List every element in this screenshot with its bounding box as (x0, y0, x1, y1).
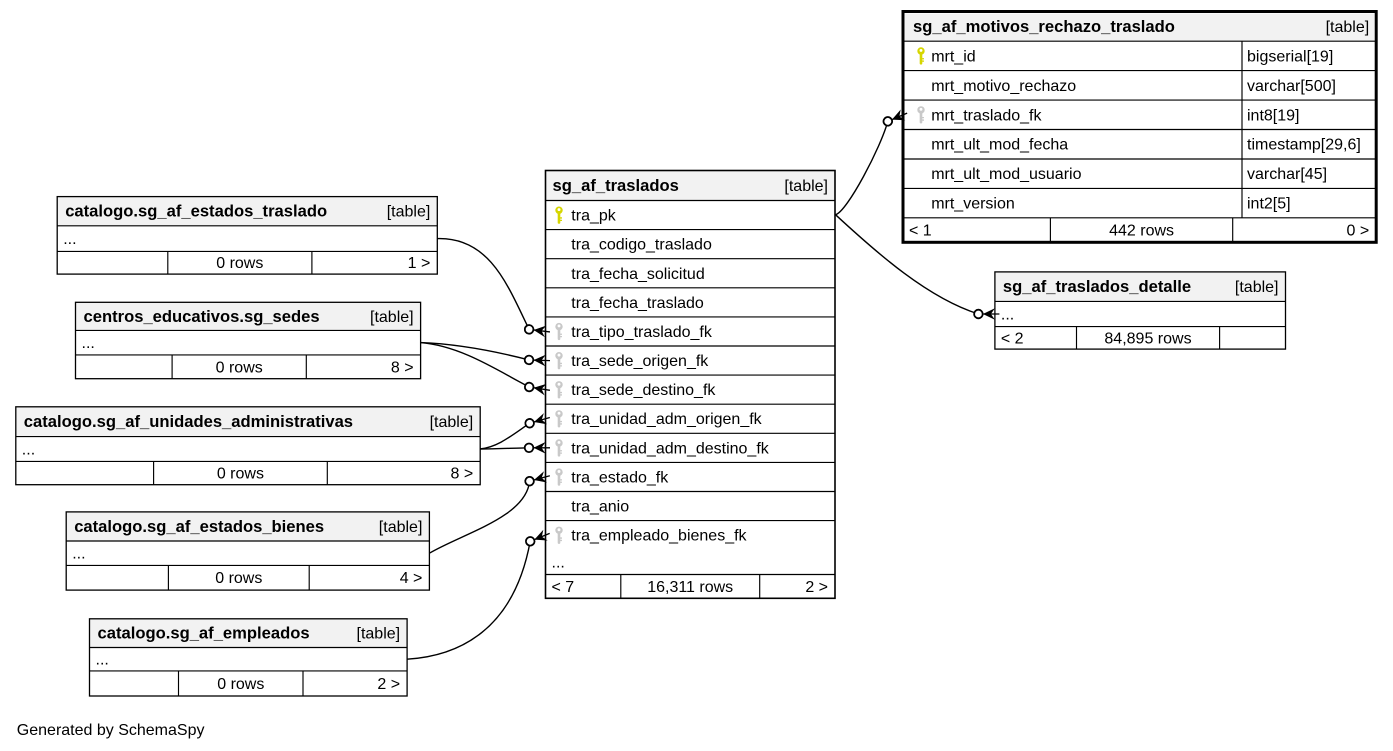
svg-text:[table]: [table] (370, 309, 414, 326)
svg-text:tra_estado_fk: tra_estado_fk (571, 470, 669, 487)
svg-text:tra_pk: tra_pk (571, 208, 616, 225)
svg-text:centros_educativos.sg_sedes: centros_educativos.sg_sedes (84, 307, 320, 326)
svg-text:mrt_id: mrt_id (931, 48, 975, 65)
svg-text:...: ... (82, 335, 95, 352)
svg-text:varchar[45]: varchar[45] (1247, 166, 1327, 183)
svg-text:tra_unidad_adm_destino_fk: tra_unidad_adm_destino_fk (571, 440, 769, 457)
svg-text:mrt_ult_mod_usuario: mrt_ult_mod_usuario (931, 166, 1081, 183)
svg-text:< 2: < 2 (1001, 330, 1024, 347)
svg-text:sg_af_traslados_detalle: sg_af_traslados_detalle (1003, 277, 1191, 296)
svg-text:[table]: [table] (430, 414, 474, 431)
svg-text:catalogo.sg_af_unidades_admini: catalogo.sg_af_unidades_administrativas (24, 412, 353, 431)
svg-text:catalogo.sg_af_estados_traslad: catalogo.sg_af_estados_traslado (65, 202, 327, 221)
svg-text:...: ... (72, 546, 85, 563)
svg-text:...: ... (552, 555, 565, 572)
svg-text:1 >: 1 > (408, 255, 431, 272)
svg-text:2 >: 2 > (377, 676, 400, 693)
svg-text:tra_unidad_adm_origen_fk: tra_unidad_adm_origen_fk (571, 411, 762, 428)
svg-text:tra_anio: tra_anio (571, 499, 629, 516)
svg-text:sg_af_motivos_rechazo_traslado: sg_af_motivos_rechazo_traslado (913, 17, 1175, 36)
svg-text:0 rows: 0 rows (215, 570, 262, 587)
svg-text:[table]: [table] (1326, 19, 1370, 36)
svg-text:tra_sede_destino_fk: tra_sede_destino_fk (571, 382, 716, 399)
svg-text:[table]: [table] (357, 626, 401, 643)
svg-text:8 >: 8 > (391, 359, 414, 376)
svg-text:...: ... (22, 442, 35, 459)
svg-text:mrt_motivo_rechazo: mrt_motivo_rechazo (931, 78, 1076, 95)
svg-text:442 rows: 442 rows (1109, 223, 1174, 240)
svg-text:0 rows: 0 rows (216, 359, 263, 376)
svg-text:< 1: < 1 (909, 223, 932, 240)
svg-text:catalogo.sg_af_empleados: catalogo.sg_af_empleados (98, 624, 310, 643)
svg-text:4 >: 4 > (400, 570, 423, 587)
svg-text:[table]: [table] (784, 178, 828, 195)
svg-text:[table]: [table] (379, 519, 423, 536)
svg-text:...: ... (63, 231, 76, 248)
svg-text:0 rows: 0 rows (217, 676, 264, 693)
svg-text:tra_codigo_traslado: tra_codigo_traslado (571, 237, 712, 254)
svg-text:[table]: [table] (387, 204, 431, 221)
svg-text:mrt_ult_mod_fecha: mrt_ult_mod_fecha (931, 137, 1068, 154)
svg-text:0 >: 0 > (1347, 223, 1370, 240)
svg-text:...: ... (96, 652, 109, 669)
svg-text:Generated by SchemaSpy: Generated by SchemaSpy (17, 722, 205, 739)
svg-text:tra_empleado_bienes_fk: tra_empleado_bienes_fk (571, 528, 747, 545)
svg-text:catalogo.sg_af_estados_bienes: catalogo.sg_af_estados_bienes (74, 517, 324, 536)
svg-text:tra_fecha_traslado: tra_fecha_traslado (571, 295, 704, 312)
svg-text:84,895 rows: 84,895 rows (1104, 330, 1191, 347)
svg-text:tra_sede_origen_fk: tra_sede_origen_fk (571, 353, 709, 370)
svg-text:tra_tipo_traslado_fk: tra_tipo_traslado_fk (571, 324, 713, 341)
svg-text:bigserial[19]: bigserial[19] (1247, 48, 1333, 65)
svg-text:int8[19]: int8[19] (1247, 107, 1299, 124)
svg-text:timestamp[29,6]: timestamp[29,6] (1247, 137, 1361, 154)
svg-text:varchar[500]: varchar[500] (1247, 78, 1336, 95)
svg-text:0 rows: 0 rows (216, 255, 263, 272)
svg-text:mrt_traslado_fk: mrt_traslado_fk (931, 107, 1042, 124)
svg-text:< 7: < 7 (552, 579, 575, 596)
svg-text:[table]: [table] (1235, 279, 1279, 296)
svg-text:int2[5]: int2[5] (1247, 196, 1291, 213)
svg-text:tra_fecha_solicitud: tra_fecha_solicitud (571, 266, 704, 283)
svg-text:0 rows: 0 rows (217, 466, 264, 483)
svg-text:mrt_version: mrt_version (931, 196, 1015, 213)
svg-text:2 >: 2 > (805, 579, 828, 596)
svg-text:sg_af_traslados: sg_af_traslados (553, 176, 679, 195)
svg-text:8 >: 8 > (451, 466, 474, 483)
svg-text:...: ... (1001, 307, 1014, 324)
svg-text:16,311 rows: 16,311 rows (647, 579, 733, 596)
